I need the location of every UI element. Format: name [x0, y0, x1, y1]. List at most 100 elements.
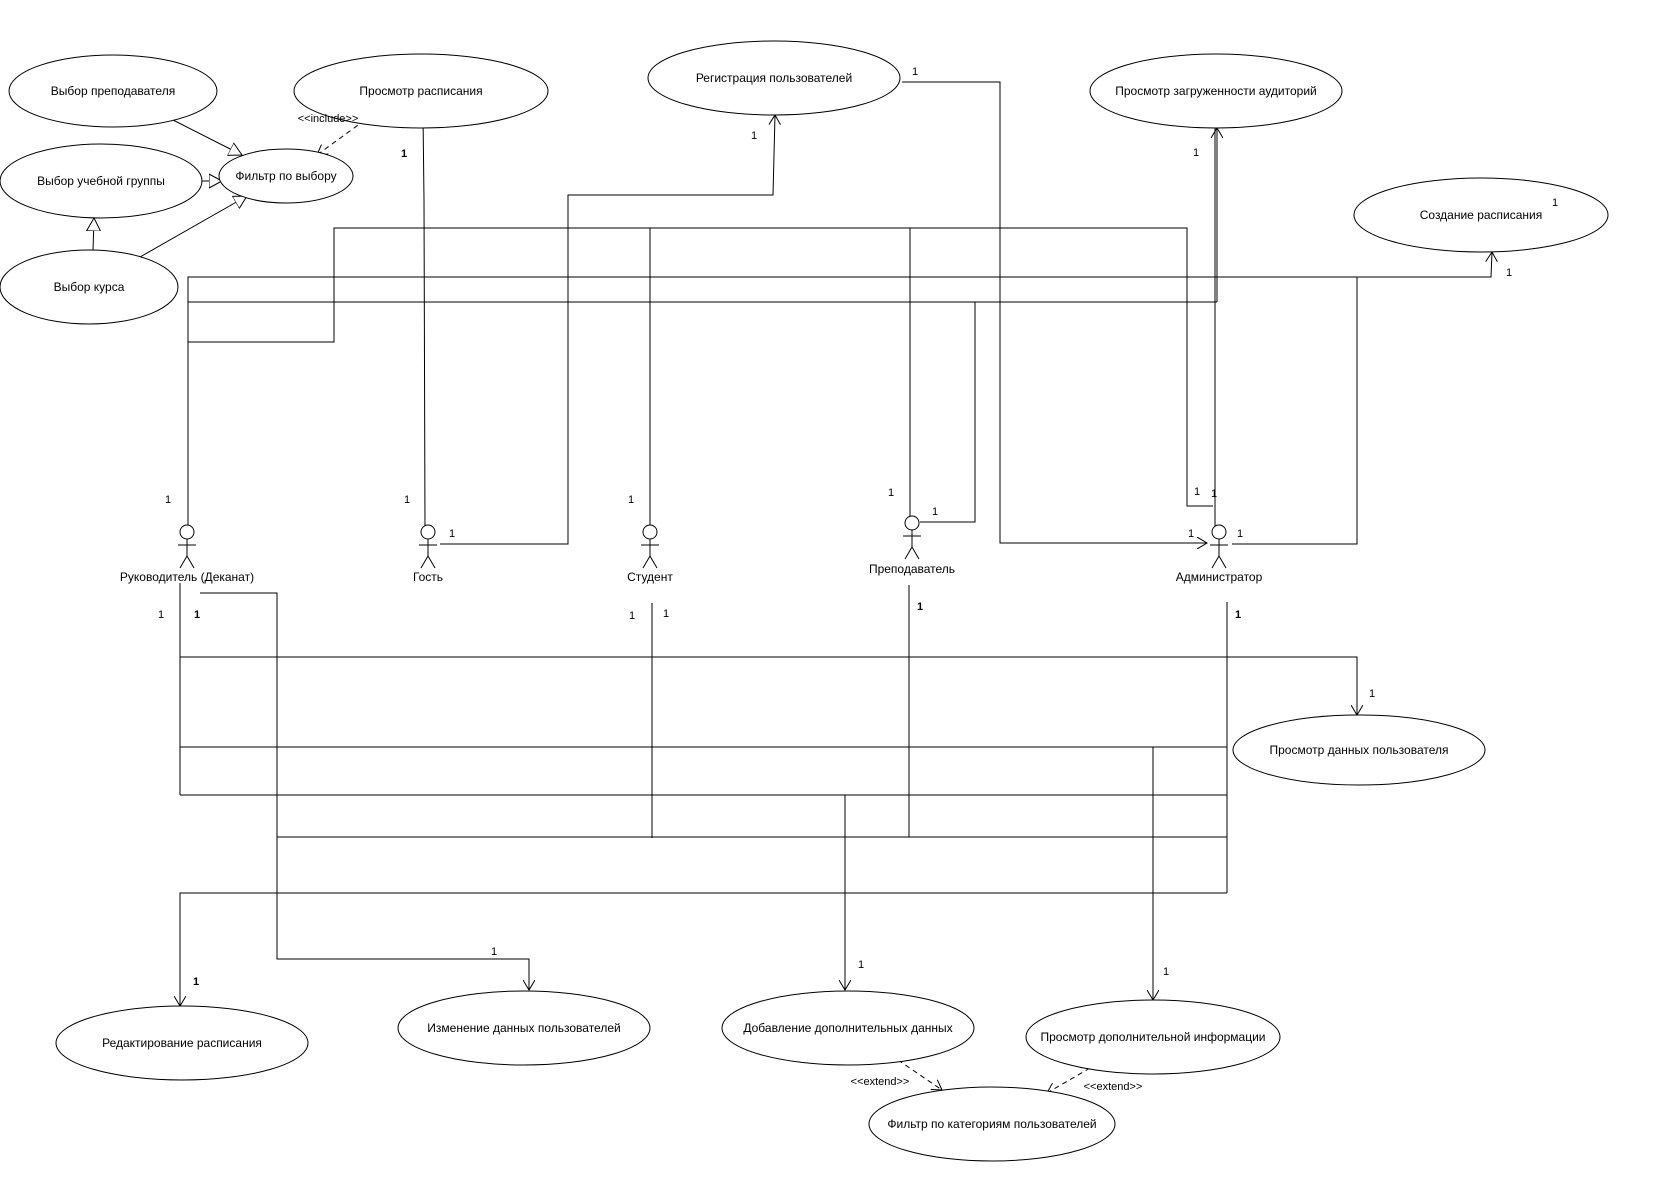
use-case-label: Просмотр дополнительной информации	[1040, 1030, 1265, 1044]
multiplicity-label: 1	[1369, 688, 1375, 700]
use-case-ellipse	[868, 1086, 1116, 1162]
actor-rukovoditel[interactable]	[178, 524, 196, 569]
use-case-label: Создание расписания	[1420, 208, 1543, 222]
generalization-line	[93, 218, 94, 252]
actor-head	[420, 524, 436, 540]
multiplicity-label: 1	[858, 959, 864, 971]
use-case-redaktirovanie[interactable]: Редактирование расписания	[55, 1005, 309, 1081]
actor-label-administrator: Администратор	[1176, 570, 1263, 584]
use-case-ellipse	[647, 40, 901, 116]
use-case-ellipse	[0, 249, 179, 325]
multiplicity-label: 1	[663, 608, 669, 620]
multiplicity-label: 1	[888, 487, 894, 499]
use-case-prosmotr-dannyh[interactable]: Просмотр данных пользователя	[1232, 714, 1486, 786]
use-case-label: Просмотр данных пользователя	[1269, 743, 1448, 757]
generalization-line	[139, 196, 247, 258]
multiplicity-label: 1	[1194, 486, 1200, 498]
use-case-label: Выбор курса	[54, 280, 125, 294]
use-case-vybor-gruppy[interactable]: Выбор учебной группы	[0, 143, 203, 219]
actor-head	[904, 515, 920, 531]
multiplicity-label: 1	[932, 506, 938, 518]
actor-leg	[1211, 555, 1220, 569]
actor-leg	[911, 546, 920, 560]
association-lines	[93, 81, 1492, 1093]
actor-leg	[179, 555, 188, 569]
use-case-ellipse	[0, 143, 203, 219]
association-line	[920, 302, 976, 523]
actor-leg	[186, 555, 195, 569]
actor-leg	[904, 546, 913, 560]
use-case-izmenenie-dannyh[interactable]: Изменение данных пользователей	[397, 990, 651, 1066]
use-case-ellipse	[1232, 714, 1486, 786]
multiplicity-label: 1	[165, 494, 171, 506]
multiplicity-label: 1	[1211, 488, 1217, 500]
multiplicity-label: 1	[1237, 528, 1243, 540]
multiplicity-label: 1	[751, 130, 757, 142]
use-case-ellipse	[218, 148, 354, 204]
use-case-label: Выбор преподавателя	[51, 84, 175, 98]
use-case-vybor-kursa[interactable]: Выбор курса	[0, 249, 179, 325]
association-line	[440, 115, 775, 545]
multiplicity-label: 1	[491, 946, 497, 958]
actor-gost[interactable]	[419, 524, 437, 569]
use-case-ellipse	[8, 54, 218, 128]
actor-student[interactable]	[641, 524, 659, 569]
actor-label-rukovoditel: Руководитель (Деканат)	[120, 570, 254, 584]
actor-prepodavatel[interactable]	[903, 515, 921, 560]
actor-head	[1211, 524, 1227, 540]
association-line	[187, 252, 1492, 529]
multiplicity-label: 1	[401, 148, 407, 160]
multiplicity-label: 1	[1163, 966, 1169, 978]
include-stereotype: <<include>>	[298, 113, 359, 125]
actor-leg	[1218, 555, 1227, 569]
association-line	[188, 227, 1213, 507]
use-case-zagruzhennost[interactable]: Просмотр загруженности аудиторий	[1089, 53, 1343, 129]
multiplicity-label: 1	[917, 601, 923, 613]
extend-stereotype: <<extend>>	[1084, 1081, 1143, 1093]
use-case-prosmotr-dop[interactable]: Просмотр дополнительной информации	[1025, 999, 1281, 1075]
use-case-prosmotr-raspisaniya[interactable]: Просмотр расписания	[293, 53, 549, 129]
use-case-ellipse	[1353, 177, 1609, 253]
use-case-ellipse	[293, 53, 549, 129]
use-case-filtr-kategorii[interactable]: Фильтр по категориям пользователей	[868, 1086, 1116, 1162]
use-case-label: Редактирование расписания	[102, 1036, 262, 1050]
use-case-label: Фильтр по категориям пользователей	[887, 1117, 1096, 1131]
actor-label-gost: Гость	[413, 570, 443, 584]
multiplicity-label: 1	[1235, 609, 1241, 621]
association-line	[180, 892, 1227, 1006]
association-line	[902, 81, 1207, 543]
use-case-label: Добавление дополнительных данных	[743, 1021, 952, 1035]
actor-label-prepodavatel: Преподаватель	[869, 562, 955, 576]
multiplicity-label: 1	[1193, 147, 1199, 159]
use-case-label: Изменение данных пользователей	[427, 1021, 620, 1035]
association-line	[180, 656, 1357, 715]
include-line	[317, 119, 366, 155]
use-case-registraciya[interactable]: Регистрация пользователей	[647, 40, 901, 116]
use-case-sozdanie[interactable]: Создание расписания	[1353, 177, 1609, 253]
use-case-filtr-po-vyboru[interactable]: Фильтр по выбору	[218, 148, 354, 204]
use-case-ellipse	[397, 990, 651, 1066]
multiplicity-labels: 1 1 1 1 1 1 1 1 1 1 1 1 1 1 1 1 1 1 1 1 …	[158, 66, 1558, 988]
use-case-label: Фильтр по выбору	[235, 169, 336, 183]
use-case-label: Просмотр расписания	[359, 84, 482, 98]
multiplicity-label: 1	[912, 66, 918, 78]
use-case-dobavlenie[interactable]: Добавление дополнительных данных	[721, 990, 975, 1066]
actor-leg	[642, 555, 651, 569]
multiplicity-label: 1	[1188, 528, 1194, 540]
association-line	[200, 592, 529, 990]
use-case-ellipse	[1025, 999, 1281, 1075]
use-case-ellipse	[1089, 53, 1343, 129]
generalization-line	[172, 119, 242, 155]
multiplicity-label: 1	[158, 609, 164, 621]
multiplicity-label: 1	[449, 528, 455, 540]
use-case-vybor-prepodavatelya[interactable]: Выбор преподавателя	[8, 54, 218, 128]
actor-administrator[interactable]	[1210, 524, 1228, 569]
use-case-label: Просмотр загруженности аудиторий	[1115, 84, 1317, 98]
use-case-ellipse	[721, 990, 975, 1066]
actor-label-student: Студент	[627, 570, 673, 584]
actor-head	[179, 524, 195, 540]
actor-leg	[649, 555, 658, 569]
actor-leg	[427, 555, 436, 569]
multiplicity-label: 1	[628, 494, 634, 506]
use-case-label: Регистрация пользователей	[696, 71, 852, 85]
